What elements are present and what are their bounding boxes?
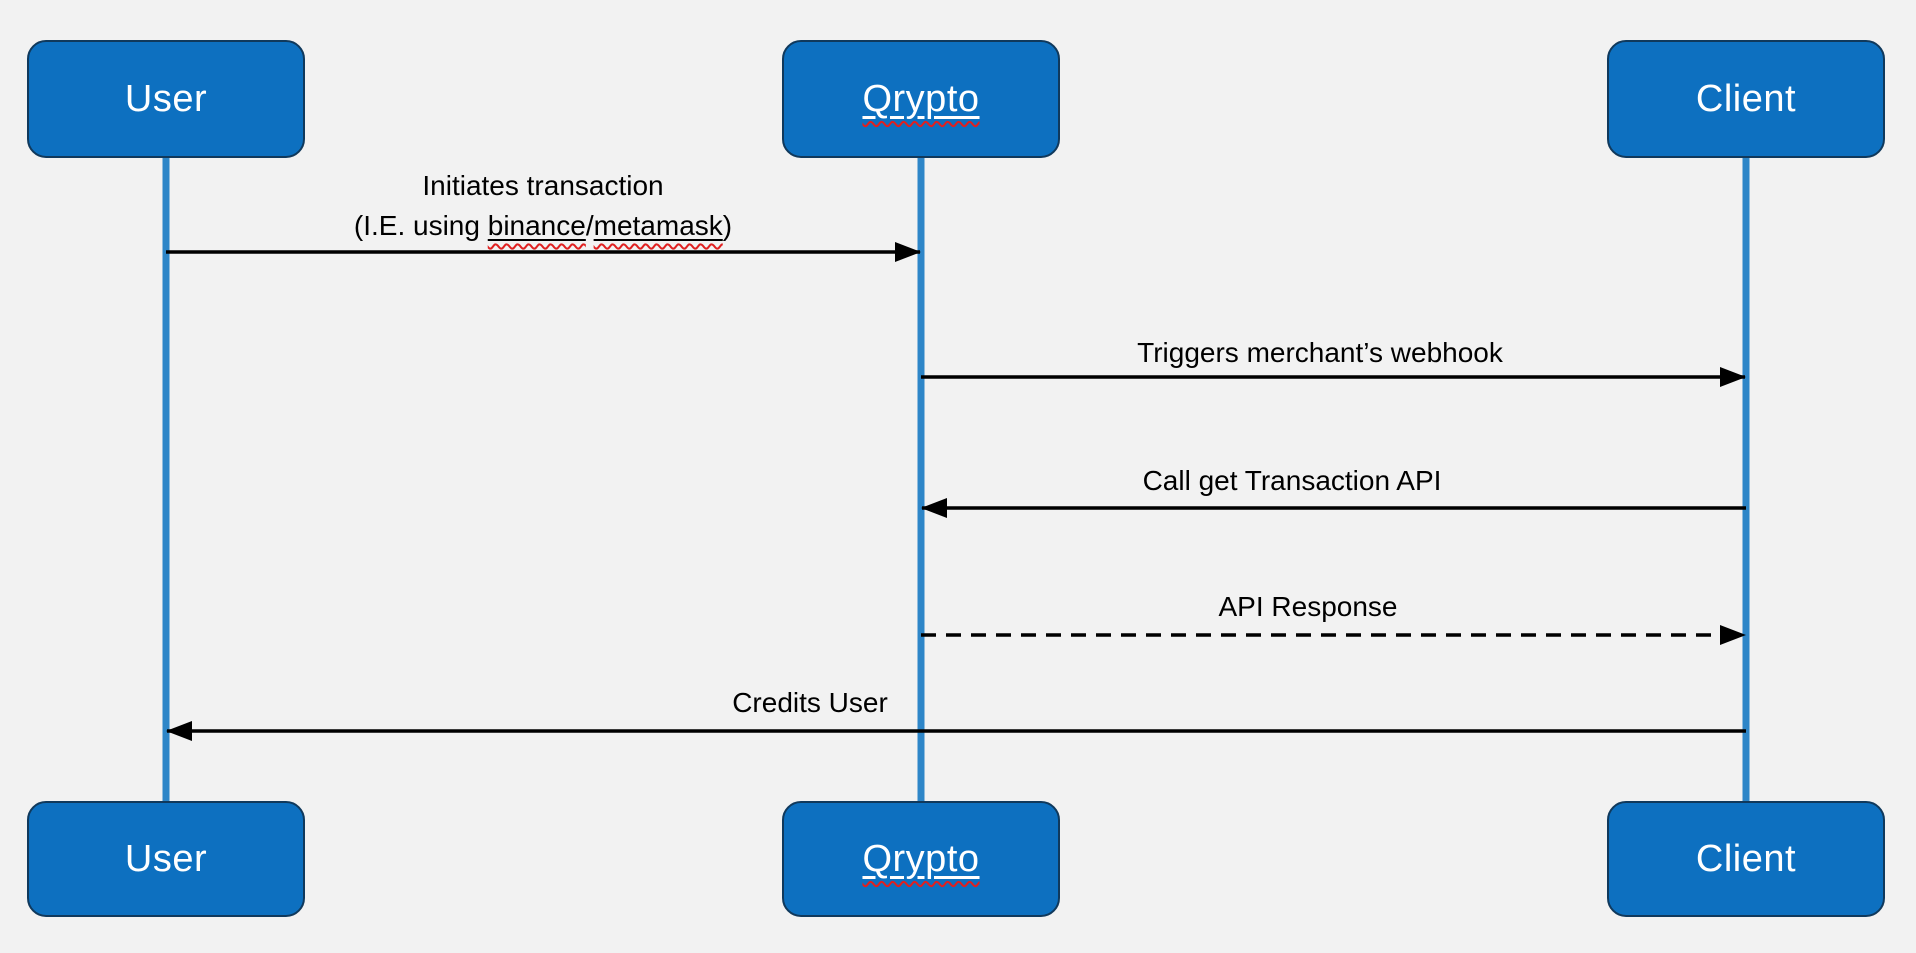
message-label-credits-user: Credits User [732,687,888,718]
message-label-api-response: API Response [1218,591,1398,622]
actor-label-user: User [124,77,208,120]
actor-box-qrypto-bottom: Qrypto [782,801,1060,917]
actor-label-client: Client [1695,77,1797,120]
actor-box-client-bottom: Client [1607,801,1885,917]
actor-box-user-bottom: User [27,801,305,917]
message-label-initiates-transaction: Initiates transaction (I.E. using binanc… [354,166,732,246]
message-label-triggers-webhook: Triggers merchant’s webhook [1137,337,1503,368]
message-label-call-get-transaction-api: Call get Transaction API [1142,465,1442,496]
actor-label-client: Client [1695,837,1797,880]
actor-label-qrypto: Qrypto [862,837,980,880]
actor-label-user: User [124,837,208,880]
actor-box-client-top: Client [1607,40,1885,158]
message-label-line2: (I.E. using binance/metamask) [353,210,733,241]
actor-box-qrypto-top: Qrypto [782,40,1060,158]
actor-label-qrypto: Qrypto [862,77,980,120]
actor-box-user-top: User [27,40,305,158]
message-label-line1: Initiates transaction [422,170,664,201]
